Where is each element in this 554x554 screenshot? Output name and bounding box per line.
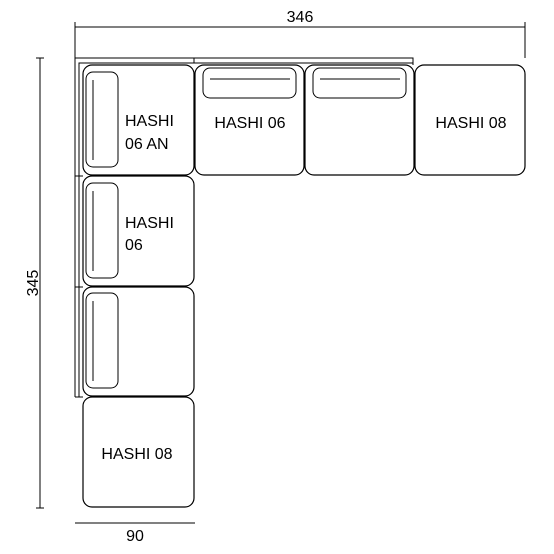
module-left-unlabeled [82, 286, 195, 397]
top-back-cushion-2 [312, 67, 407, 99]
width-dimension-label: 346 [287, 9, 314, 26]
module-left-hashi-08: HASHI 08 [82, 396, 195, 508]
left-back-cushion-2 [85, 292, 119, 389]
depth-dimension-label: 90 [126, 528, 144, 545]
backrest-frame [74, 57, 414, 398]
top-module-label: HASHI 06 [214, 115, 285, 132]
corner-back-cushion [85, 71, 119, 168]
height-dimension-label: 345 [25, 270, 42, 297]
left-module-label-line1: HASHI [125, 215, 174, 232]
module-left-hashi-06: HASHI 06 [82, 175, 195, 287]
corner-module-label-line2: 06 AN [125, 136, 169, 153]
bottom-module-label: HASHI 08 [101, 446, 172, 463]
width-dimension: 346 [74, 9, 526, 58]
depth-dimension: 90 [75, 522, 195, 545]
corner-module-label-line1: HASHI [125, 113, 174, 130]
module-corner-hashi-06-an: HASHI 06 AN [82, 64, 195, 176]
module-top-hashi-08: HASHI 08 [414, 64, 526, 176]
top-back-cushion-1 [202, 67, 297, 99]
module-top-hashi-06-b [304, 64, 415, 176]
module-top-hashi-06-a: HASHI 06 [194, 64, 305, 176]
left-module-label-line2: 06 [125, 237, 143, 254]
height-dimension: 345 [25, 57, 44, 509]
top-right-module-label: HASHI 08 [435, 115, 506, 132]
left-back-cushion-1 [85, 182, 119, 279]
